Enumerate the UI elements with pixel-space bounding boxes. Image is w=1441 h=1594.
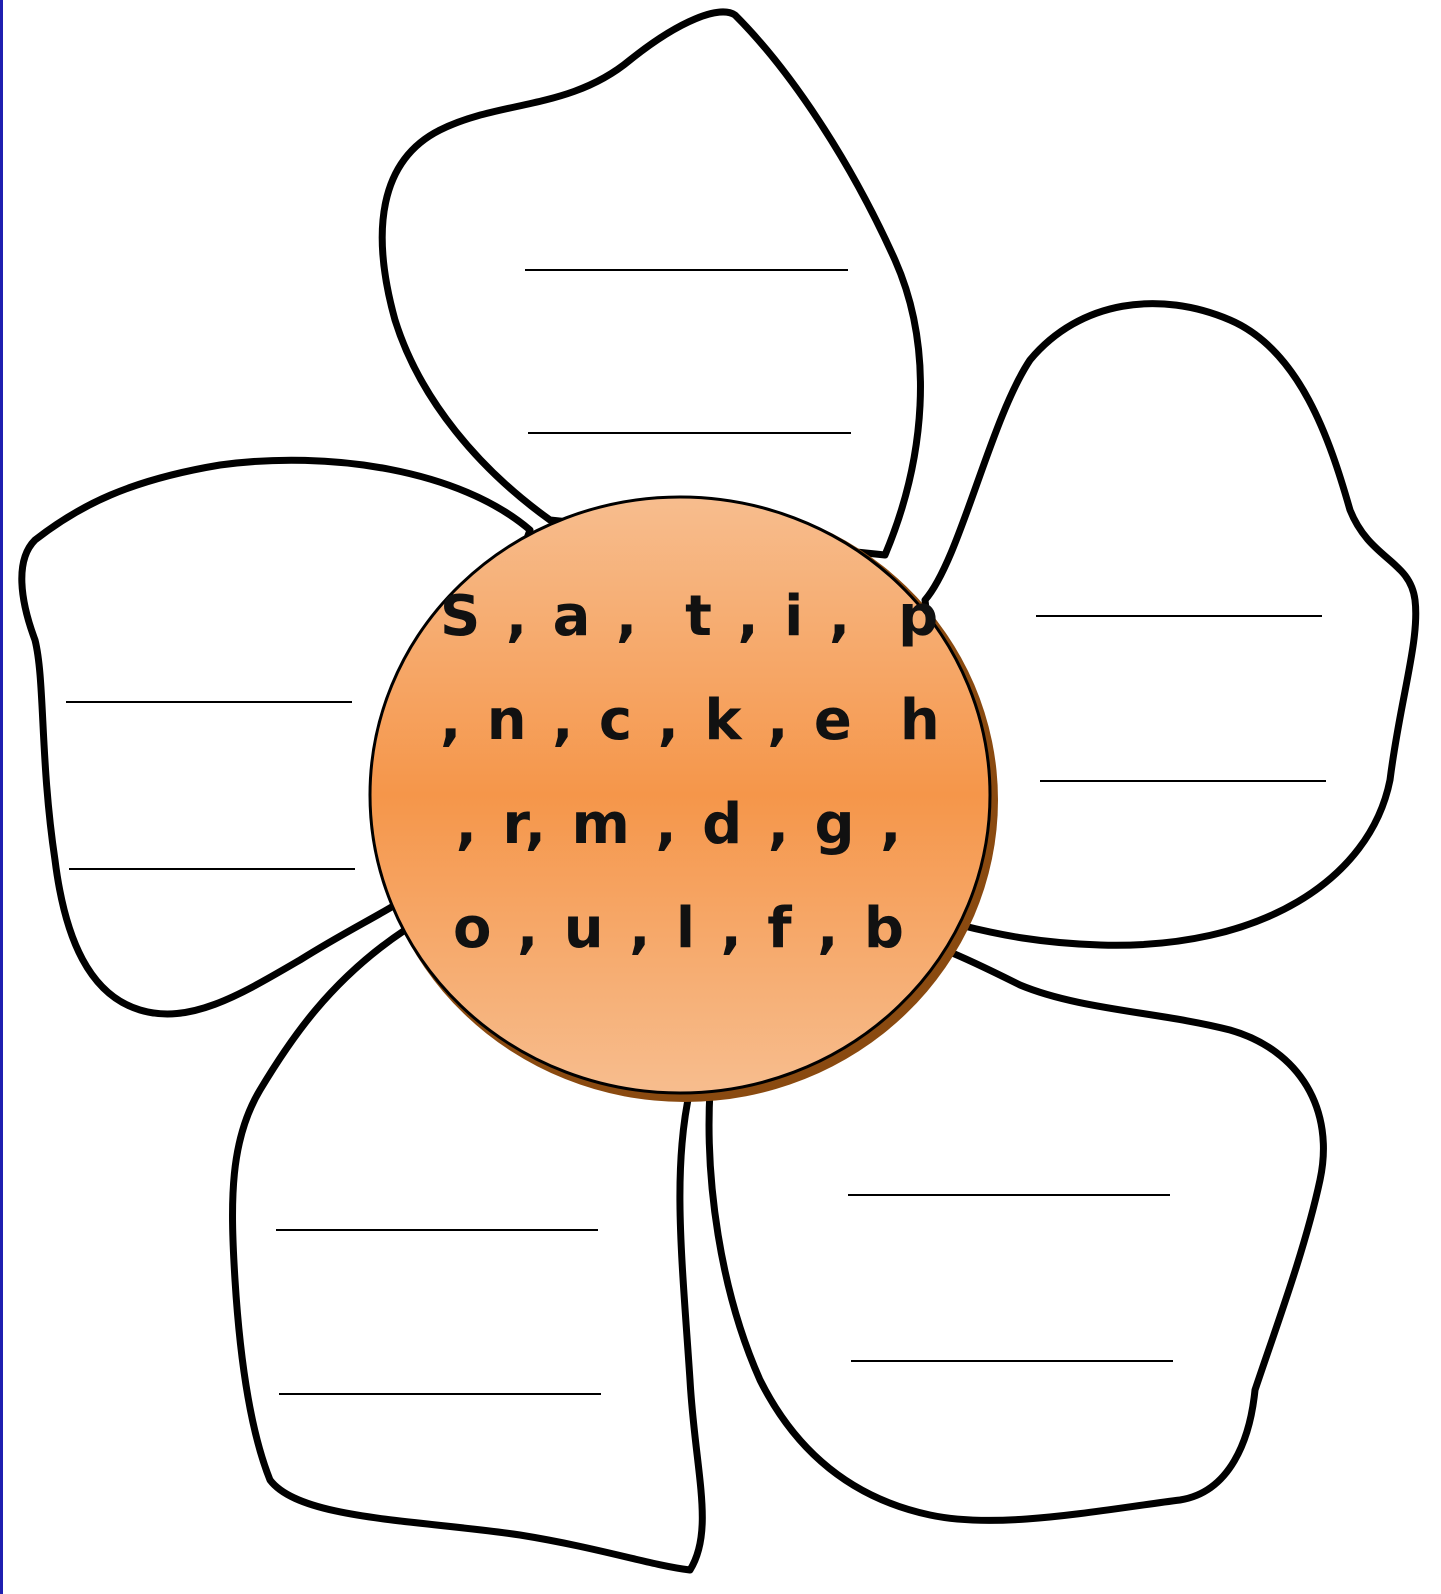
letter-line-3: , r, m , d , g , (440, 773, 920, 877)
letter-line-4: o , u , l , f , b (440, 877, 920, 981)
letter-list: S , a , t , i , p , n , c , k , e h , r,… (440, 565, 920, 981)
petal-upper-right (925, 304, 1416, 946)
petal-top (382, 12, 920, 555)
letter-line-2: , n , c , k , e h (440, 669, 920, 773)
letter-line-1: S , a , t , i , p (440, 565, 920, 669)
